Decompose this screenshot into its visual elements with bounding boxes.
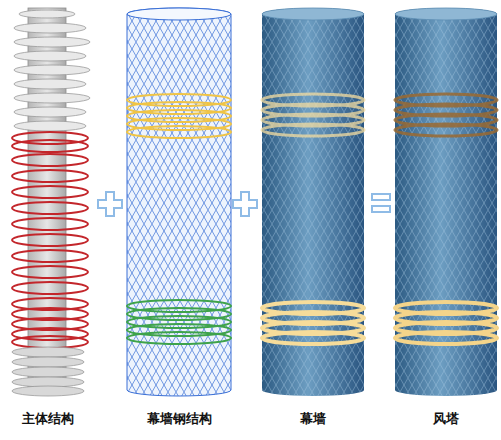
equals-sign bbox=[372, 194, 390, 212]
caption-label: 风塔 bbox=[433, 410, 459, 428]
curtain-wall bbox=[262, 8, 364, 396]
curtain-wall-steel bbox=[127, 8, 231, 396]
wind-tower bbox=[395, 8, 497, 396]
plus-sign bbox=[233, 192, 257, 216]
caption-label: 主体结构 bbox=[22, 410, 74, 428]
caption-label: 幕墙 bbox=[300, 410, 326, 428]
plus-sign bbox=[98, 192, 122, 216]
caption-label: 幕墙钢结构 bbox=[147, 410, 212, 428]
main-structure bbox=[12, 8, 90, 396]
